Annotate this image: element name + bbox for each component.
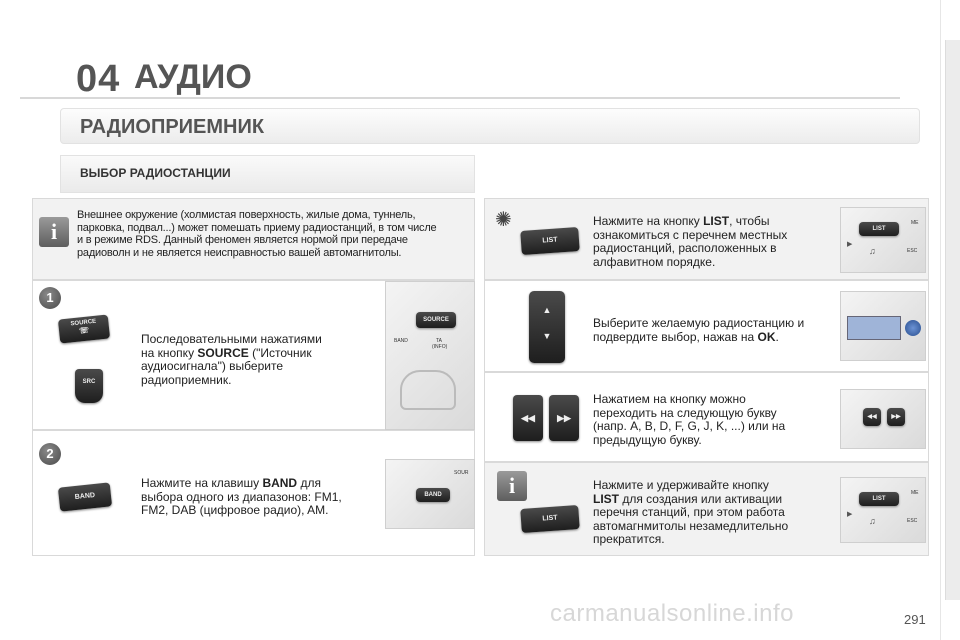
subsection-bar — [60, 155, 475, 193]
section-title: РАДИОПРИЕМНИК — [80, 116, 265, 138]
list-panel-photo: ▶ LIST ME ESC ♫ — [840, 207, 926, 273]
photo-info-label: (INFO) — [432, 344, 448, 350]
page-sidebar — [945, 40, 960, 600]
photo-list-label: LIST — [859, 492, 899, 506]
ok-knob-icon — [905, 320, 921, 336]
photo-esc-label: ESC — [907, 248, 918, 254]
steering-wheel-graphic — [400, 370, 456, 410]
photo-band-label: BAND — [394, 338, 408, 344]
photo-me-label: ME — [911, 490, 919, 496]
photo-band-label: BAND — [416, 488, 450, 502]
chapter-number: 04 — [76, 58, 121, 100]
select-station-panel: ▲ ▼ Выберите желаемую радиостанцию и под… — [484, 280, 929, 372]
photo-list-label: LIST — [859, 222, 899, 236]
photo-next-icon: ▶▶ — [887, 408, 905, 426]
list-button-illustration: LIST — [520, 227, 580, 255]
next-letter-button-illustration: ▶▶ — [549, 395, 579, 441]
radio-panel-photo: SOURCE BAND TA (INFO) — [385, 281, 475, 430]
info-icon: i — [497, 471, 527, 501]
up-down-button-illustration: ▲ ▼ — [529, 291, 565, 363]
list-panel-photo: ▶ LIST ME ESC ♫ — [840, 477, 926, 543]
photo-source-label: SOURCE — [416, 312, 456, 328]
play-icon: ▶ — [847, 511, 853, 518]
band-panel-photo: BAND SOUR — [385, 459, 475, 529]
chapter-title: АУДИО — [134, 58, 252, 96]
page-number: 291 — [904, 612, 926, 627]
arrow-up-icon: ▲ — [542, 305, 552, 315]
music-note-icon: ♫ — [869, 246, 876, 256]
src-steering-button-illustration: SRC — [75, 369, 103, 403]
keypad-graphic — [847, 316, 901, 340]
step-badge: 2 — [39, 443, 61, 465]
list-tip-panel: ✺ LIST Нажмите на кнопку LIST, чтобы озн… — [484, 198, 929, 280]
letter-nav-panel: ◀◀ ▶▶ Нажатием на кнопку можно переходит… — [484, 372, 929, 462]
step-1-panel: 1 SOURCE ☏ SRC Последовательными нажатия… — [32, 280, 475, 430]
list-tip-text: Нажмите на кнопку LIST, чтобы ознакомить… — [593, 214, 788, 269]
step-badge: 1 — [39, 287, 61, 309]
subsection-title: ВЫБОР РАДИОСТАНЦИИ — [80, 166, 231, 180]
photo-prev-icon: ◀◀ — [863, 408, 881, 426]
list-button-illustration: LIST — [520, 505, 580, 533]
sidebar-divider — [940, 0, 941, 640]
section-bar — [60, 108, 920, 144]
keypad-photo — [840, 291, 926, 361]
info-note-text: Внешнее окружение (холмистая поверхность… — [77, 209, 437, 259]
select-station-text: Выберите желаемую радиостанцию и подверд… — [593, 316, 805, 344]
step-2-text: Нажмите на клавишу BAND для выбора одног… — [141, 476, 342, 517]
photo-source-label: SOUR — [454, 470, 469, 476]
photo-ta-label: TA — [436, 338, 443, 344]
band-button-illustration: BAND — [57, 482, 113, 512]
arrow-down-icon: ▼ — [542, 331, 552, 341]
seek-panel-photo: ◀◀ ▶▶ — [840, 389, 926, 449]
source-button-illustration: SOURCE ☏ — [57, 314, 111, 344]
photo-me-label: ME — [911, 220, 919, 226]
music-note-icon: ♫ — [869, 516, 876, 526]
header-rule — [20, 97, 900, 99]
sun-tip-icon: ✺ — [495, 209, 512, 231]
info-icon: i — [39, 217, 69, 247]
previous-letter-button-illustration: ◀◀ — [513, 395, 543, 441]
info-note-panel: i Внешнее окружение (холмистая поверхнос… — [32, 198, 475, 280]
letter-nav-text: Нажатием на кнопку можно переходить на с… — [593, 392, 786, 447]
step-2-panel: 2 BAND Нажмите на клавишу BAND для выбор… — [32, 430, 475, 556]
play-icon: ▶ — [847, 241, 853, 248]
step-1-text: Последовательными нажатиями на кнопку SO… — [141, 332, 322, 387]
list-hold-text: Нажмите и удерживайте кнопку LIST для со… — [593, 478, 789, 546]
photo-esc-label: ESC — [907, 518, 918, 524]
watermark: carmanualsonline.info — [550, 600, 794, 627]
list-hold-panel: i LIST Нажмите и удерживайте кнопку LIST… — [484, 462, 929, 556]
